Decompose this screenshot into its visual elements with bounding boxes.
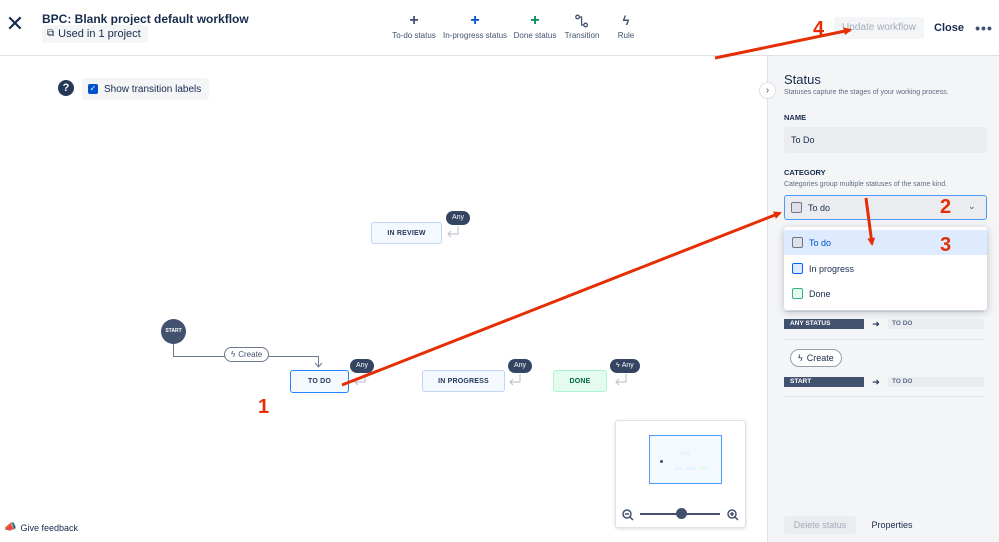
annotation-3: 3	[940, 234, 952, 256]
status-details-panel: › Status Statuses capture the stages of …	[759, 56, 999, 542]
give-feedback-button[interactable]: 📣 Give feedback	[4, 522, 78, 533]
tool-label: Done status	[513, 31, 557, 40]
transition-row: START ➔ TO DO	[784, 377, 984, 387]
todo-category-swatch	[791, 202, 802, 213]
lightning-icon: ϟ	[798, 353, 803, 363]
any-transition-label[interactable]: ϟ Any	[610, 359, 640, 373]
tool-label: Transition	[564, 31, 600, 40]
minimap-start-dot	[660, 460, 663, 463]
chevron-down-icon[interactable]: ⌄	[968, 201, 976, 211]
category-select[interactable]: To do	[784, 195, 987, 220]
close-editor-icon[interactable]: ✕	[5, 11, 25, 36]
used-in-projects-button[interactable]: ⧉ Used in 1 project	[42, 25, 148, 43]
status-node-done[interactable]: DONE	[553, 370, 607, 392]
more-options-icon[interactable]: •••	[975, 20, 993, 36]
plus-icon: +	[409, 12, 419, 29]
lightning-icon: ϟ	[622, 13, 630, 28]
create-transition-button[interactable]: ϟ Create	[790, 349, 842, 367]
workflow-canvas[interactable]: ? ✓ Show transition labels START ϟ Creat…	[0, 56, 767, 542]
checkbox-checked-icon[interactable]: ✓	[88, 84, 98, 94]
option-label: In progress	[809, 263, 855, 274]
divider	[784, 396, 984, 397]
panel-title: Status	[784, 72, 821, 87]
properties-button[interactable]: Properties	[871, 520, 913, 530]
inprogress-category-swatch	[792, 263, 803, 274]
megaphone-icon: 📣	[4, 522, 17, 533]
category-label: CATEGORY	[784, 168, 826, 177]
minimap[interactable]	[615, 420, 746, 528]
option-label: To do	[809, 237, 832, 248]
create-label: Create	[238, 350, 263, 359]
create-transition-label: Create	[806, 353, 834, 363]
todo-category-swatch	[792, 237, 803, 248]
close-button[interactable]: Close	[934, 22, 964, 34]
add-todo-status-button[interactable]: + To-do status	[392, 12, 436, 41]
copy-icon: ⧉	[47, 28, 55, 39]
tool-label: In-progress status	[442, 31, 508, 40]
category-subtitle: Categories group multiple statuses of th…	[784, 181, 948, 188]
minimap-node	[699, 467, 708, 470]
zoom-out-icon[interactable]	[622, 508, 634, 521]
collapse-panel-icon[interactable]: ›	[759, 82, 776, 99]
category-option-in-progress[interactable]: In progress	[784, 256, 987, 281]
add-rule-button[interactable]: ϟ Rule	[617, 13, 635, 41]
transition-to: TO DO	[888, 377, 984, 387]
arrow-right-icon: ➔	[872, 318, 880, 329]
update-workflow-button[interactable]: Update workflow	[834, 17, 924, 39]
any-transition-label[interactable]: Any	[508, 359, 533, 373]
lightning-icon: ϟ	[231, 350, 236, 359]
status-node-in-review[interactable]: IN REVIEW	[371, 222, 442, 244]
minimap-viewport[interactable]	[649, 435, 722, 484]
transition-from: START	[784, 377, 864, 387]
category-selected-value: To do	[808, 202, 831, 213]
tool-label: Rule	[617, 31, 635, 40]
give-feedback-label: Give feedback	[20, 522, 78, 533]
add-done-status-button[interactable]: + Done status	[513, 12, 557, 41]
done-category-swatch	[792, 288, 803, 299]
any-transition-label[interactable]: Any	[446, 211, 471, 225]
start-node[interactable]: START	[161, 319, 186, 344]
annotation-1: 1	[258, 396, 270, 418]
option-label: Done	[809, 288, 831, 299]
arrow-right-icon: ➔	[872, 376, 880, 387]
minimap-node	[674, 467, 683, 470]
zoom-slider-handle[interactable]	[676, 508, 687, 519]
status-name-input[interactable]: To Do	[784, 127, 987, 153]
create-transition-label[interactable]: ϟ Create	[224, 347, 270, 362]
workflow-title: BPC: Blank project default workflow	[42, 12, 249, 26]
transition-row: ANY STATUS ➔ TO DO	[784, 319, 984, 329]
status-node-in-progress[interactable]: IN PROGRESS	[422, 370, 505, 392]
annotation-4: 4	[813, 18, 825, 40]
plus-icon: +	[530, 12, 540, 29]
category-dropdown-menu: To do In progress Done	[784, 227, 987, 310]
show-transition-labels-checkbox[interactable]: ✓ Show transition labels	[82, 78, 210, 100]
tool-label: To-do status	[392, 31, 436, 40]
any-label: Any	[621, 362, 634, 369]
used-in-label: Used in 1 project	[58, 28, 141, 40]
add-transition-button[interactable]: Transition	[564, 14, 600, 40]
name-label: NAME	[784, 113, 807, 122]
delete-status-button[interactable]: Delete status	[784, 516, 856, 534]
plus-icon: +	[470, 12, 480, 29]
minimap-node	[681, 452, 690, 455]
workflow-header: ✕ BPC: Blank project default workflow ⧉ …	[0, 0, 999, 56]
transition-icon	[575, 14, 589, 28]
transition-from: ANY STATUS	[784, 319, 864, 329]
zoom-in-icon[interactable]	[727, 508, 739, 521]
status-node-to-do[interactable]: TO DO	[290, 370, 349, 393]
help-icon[interactable]: ?	[58, 80, 74, 96]
divider	[784, 339, 984, 340]
divider	[784, 311, 984, 312]
annotation-2: 2	[940, 196, 952, 218]
lightning-icon: ϟ	[616, 362, 620, 369]
minimap-node	[686, 467, 695, 470]
panel-subtitle: Statuses capture the stages of your work…	[784, 89, 949, 96]
show-transition-labels-label: Show transition labels	[104, 83, 202, 95]
add-inprogress-status-button[interactable]: + In-progress status	[442, 12, 508, 41]
transition-to: TO DO	[888, 319, 984, 329]
category-option-done[interactable]: Done	[784, 281, 987, 306]
category-option-to-do[interactable]: To do	[784, 230, 987, 255]
any-transition-label[interactable]: Any	[350, 359, 375, 373]
